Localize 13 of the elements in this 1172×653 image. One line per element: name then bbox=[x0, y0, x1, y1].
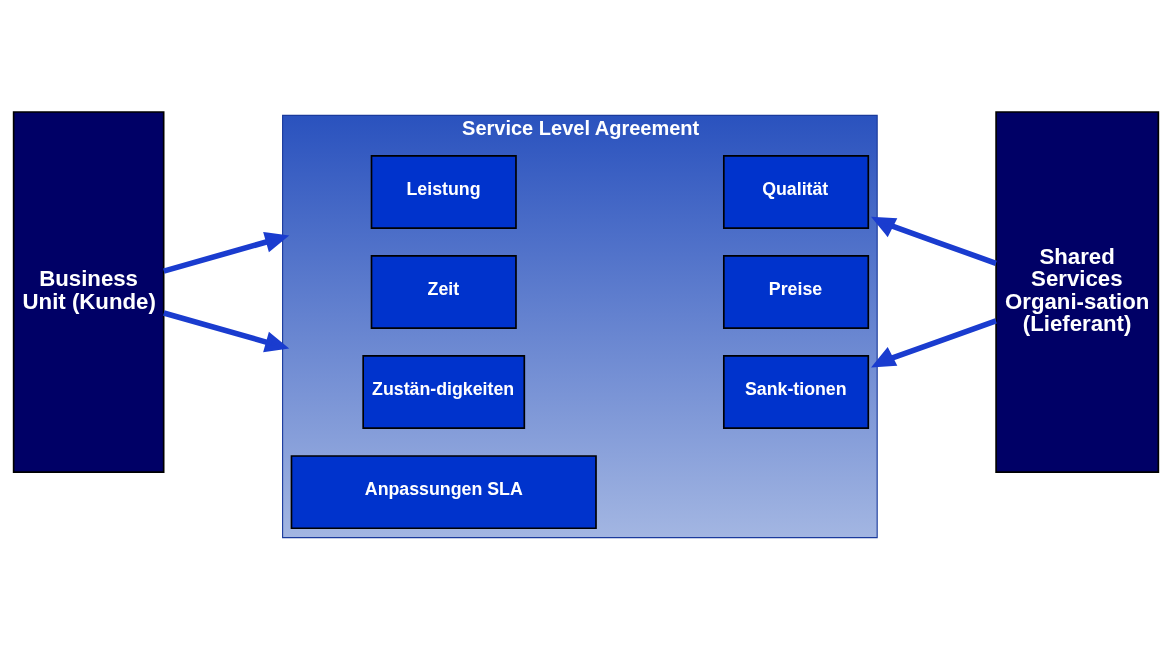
arrow bbox=[162, 231, 290, 274]
node-box: Shared Services Organi-sation (Lieferant) bbox=[995, 111, 1160, 473]
node-box: Anpassungen SLA bbox=[290, 455, 597, 530]
node-box: Preise bbox=[722, 255, 870, 329]
node-box: Qualität bbox=[722, 155, 870, 229]
node-box: Zustän-digkeiten bbox=[362, 355, 526, 430]
arrow bbox=[871, 216, 997, 266]
arrow bbox=[163, 310, 290, 353]
arrow bbox=[871, 318, 997, 368]
node-box: Zeit bbox=[370, 255, 517, 329]
node-box: Sank-tionen bbox=[722, 355, 870, 430]
node-box: Business Unit (Kunde) bbox=[12, 111, 165, 473]
node-box: Leistung bbox=[370, 155, 517, 229]
